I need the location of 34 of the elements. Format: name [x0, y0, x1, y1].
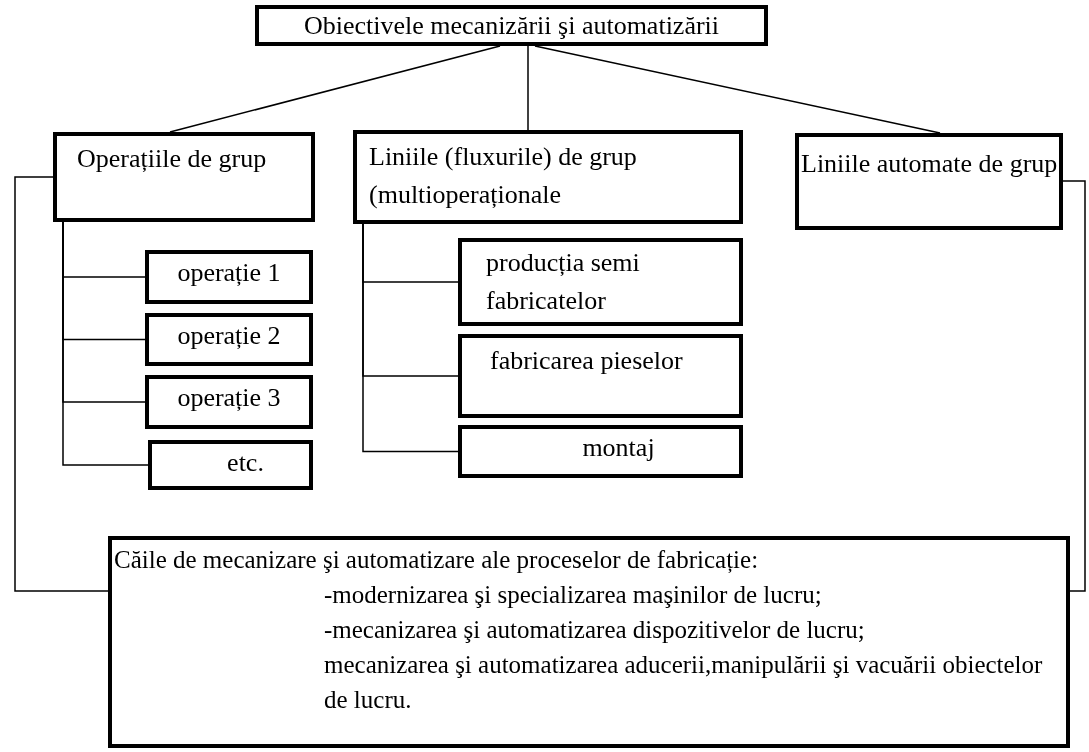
box-label: operație 1: [177, 257, 281, 289]
text-box: [108, 536, 1070, 748]
text-box: [795, 133, 1063, 230]
connector-line: [169, 45, 501, 133]
text-box: [148, 440, 313, 490]
text-box: [145, 250, 313, 304]
text-box: [145, 375, 313, 429]
heading-text: Căile de mecanizare şi automatizare ale proceselor de fabricație:: [113, 545, 760, 575]
box-label: Operațiile de grup: [77, 143, 268, 175]
connector-line: [1062, 180, 1086, 592]
text-box: [255, 5, 768, 46]
connector-line: [362, 223, 459, 453]
box-label: Liniile (fluxurile) de grup (multioperaționale: [369, 141, 638, 211]
list-item-text: -mecanizarea şi automatizarea dispozitivelor de lucru;: [323, 615, 866, 645]
connector-line: [527, 45, 529, 131]
text-box: [458, 238, 743, 326]
box-label: producția semi fabricatelor: [486, 247, 641, 317]
text-box: [353, 130, 743, 224]
text-box: [53, 132, 315, 222]
list-item-text: -modernizarea şi specializarea maşinilor de lucru;: [323, 580, 823, 610]
connector-line: [534, 45, 941, 134]
box-label: operație 3: [177, 382, 281, 414]
box-label: fabricarea pieselor: [490, 345, 684, 377]
text-box: [145, 313, 313, 366]
box-label: Liniile automate de grup: [801, 148, 1059, 180]
box-label: Obiectivele mecanizării şi automatizării: [303, 9, 720, 42]
text-box: [458, 334, 743, 418]
connector-line: [62, 221, 149, 466]
box-label: operație 2: [177, 320, 281, 352]
box-label: montaj: [582, 432, 655, 464]
list-item-text: mecanizarea şi automatizarea aducerii,manipulării şi vacuării obiectelor de lucru.: [323, 650, 1044, 715]
text-box: [458, 425, 743, 478]
connector-line: [14, 176, 109, 592]
box-label: etc.: [227, 447, 264, 479]
